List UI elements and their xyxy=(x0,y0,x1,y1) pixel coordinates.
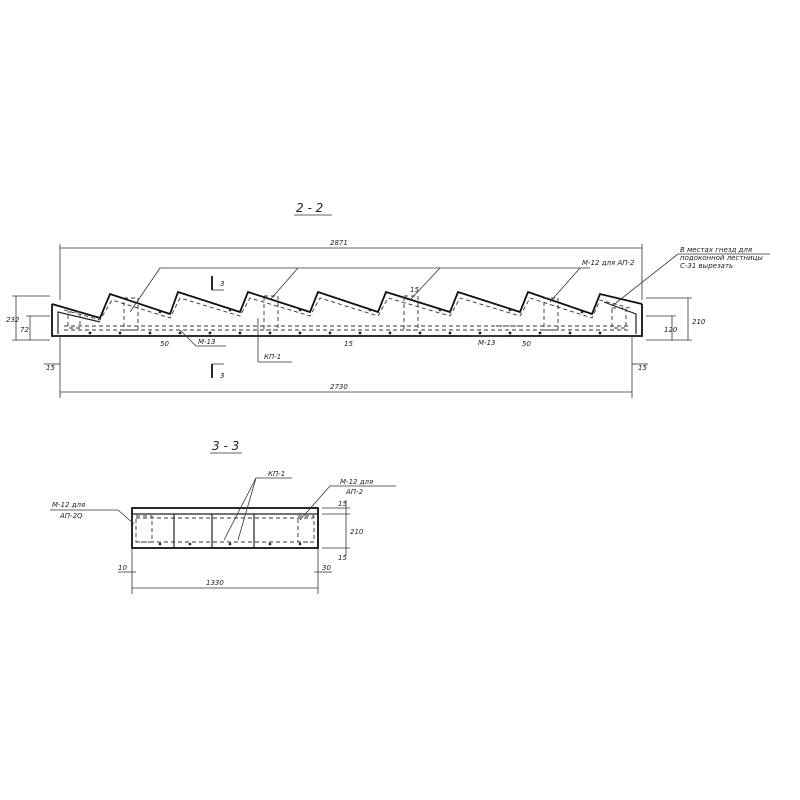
label-m12-top: М-12 для АП-2 xyxy=(582,259,635,267)
dim-top-text: 2871 xyxy=(330,239,348,247)
dim-right-3-3: 30 xyxy=(322,564,331,572)
label-m12-left-1: М-12 для xyxy=(52,501,85,509)
section-3-3-dim-right xyxy=(322,500,350,556)
dim-width-3-3: 1330 xyxy=(206,579,224,587)
dim-right-inner: 120 xyxy=(664,326,678,334)
label-m13-left: М-13 xyxy=(198,338,215,346)
stair-outline xyxy=(51,290,643,337)
reinforcement-lines xyxy=(63,295,631,331)
cut-label-top: 3 xyxy=(220,280,224,288)
label-kp1-3-3: КП-1 xyxy=(268,470,285,478)
label-m12-right-1: М-12 для xyxy=(340,478,373,486)
dim-bottom-small-3-3: 15 xyxy=(338,554,347,562)
note-line-3: С-31 вырезать xyxy=(680,262,733,270)
dim-top-small-3-3: 15 xyxy=(338,500,347,508)
dim-left-inner: 72 xyxy=(20,326,29,334)
section-2-2-title: 2 - 2 xyxy=(296,201,323,215)
section-3-3-title: 3 - 3 xyxy=(212,439,239,453)
section-3-3-dim-bottom xyxy=(118,548,332,594)
dim-right-bottom: 15 xyxy=(638,364,647,372)
section-3-3: 3 - 3 КП-1 М-12 для АП-2 М-12 для АП-2Q xyxy=(50,439,396,594)
dim-bottom-text: 2730 xyxy=(330,383,348,391)
dimension-bottom-2730 xyxy=(59,336,633,398)
dim-left-3-3: 10 xyxy=(118,564,127,572)
dim-right-outer: 210 xyxy=(692,318,706,326)
section-3-3-body xyxy=(131,507,319,549)
cut-label-bottom: 3 xyxy=(220,372,224,380)
section-2-2: 2 - 2 2871 xyxy=(6,201,770,398)
dim-s2: 15 xyxy=(344,340,353,348)
dim-s1: 50 xyxy=(160,340,169,348)
label-m13-right: М-13 xyxy=(478,339,495,347)
label-kp1: КП-1 xyxy=(264,353,281,361)
dim-height-3-3: 210 xyxy=(350,528,364,536)
rebar-dots xyxy=(88,308,602,335)
leader-lines-top xyxy=(129,253,770,313)
cut-mark-3 xyxy=(211,276,224,378)
note-line-2: подоконной лестницы xyxy=(680,254,763,262)
note-line-1: В местах гнезд для xyxy=(680,246,752,254)
dim-s3: 50 xyxy=(522,340,531,348)
dim-left-outer: 232 xyxy=(6,316,20,324)
label-m12-right-2: АП-2 xyxy=(345,488,364,496)
label-m12-left-2: АП-2Q xyxy=(59,512,83,520)
dimension-left xyxy=(12,295,60,365)
dim-step: 15 xyxy=(410,286,419,294)
dim-left-bottom: 15 xyxy=(46,364,55,372)
leader-lines-bottom xyxy=(179,318,500,363)
dimension-top-2871: 2871 xyxy=(59,239,643,300)
section-3-3-leaders xyxy=(50,477,396,541)
dimension-right xyxy=(632,297,692,365)
